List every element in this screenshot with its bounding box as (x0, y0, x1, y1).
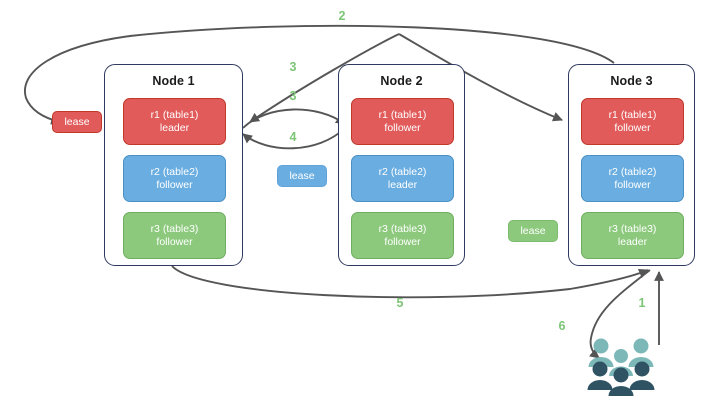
node-1-replica-r3[interactable]: r3 (table3) follower (123, 212, 226, 259)
node-2-replica-r3[interactable]: r3 (table3) follower (351, 212, 454, 259)
node-2-replica-r2-role: leader (387, 178, 418, 191)
node-3-replica-r2[interactable]: r2 (table2) follower (581, 155, 684, 202)
step-label-1: 1 (638, 296, 646, 310)
node-3-replica-r3-name: r3 (table3) (608, 222, 657, 235)
node-3-replica-r1[interactable]: r1 (table1) follower (581, 98, 684, 145)
node-2-replica-r1-role: follower (384, 121, 421, 134)
node-1-replica-r2[interactable]: r2 (table2) follower (123, 155, 226, 202)
node-2-title: Node 2 (380, 74, 423, 88)
node-3[interactable]: Node 3 r1 (table1) follower r2 (table2) … (568, 64, 695, 266)
lease-table3[interactable]: lease (508, 220, 558, 242)
node-1-replica-r1-role: leader (159, 121, 190, 134)
node-2-replica-r2[interactable]: r2 (table2) leader (351, 155, 454, 202)
node-2-replica-r3-role: follower (384, 235, 421, 248)
step-label-5: 5 (396, 296, 404, 310)
node-1-replica-r3-role: follower (156, 235, 193, 248)
node-1-replica-r3-name: r3 (table3) (150, 222, 199, 235)
node-3-title: Node 3 (610, 74, 653, 88)
node-3-replica-r1-role: follower (614, 121, 651, 134)
arrow-step-5 (171, 265, 649, 299)
step-label-3b: 3 (289, 89, 297, 103)
node-3-replica-r1-name: r1 (table1) (608, 108, 657, 121)
node-2-replica-r1[interactable]: r1 (table1) follower (351, 98, 454, 145)
arrow-step-3-node1-to-node2 (242, 108, 346, 129)
node-1-replica-r2-name: r2 (table2) (150, 165, 199, 178)
lease-table2[interactable]: lease (277, 165, 327, 187)
node-2-replica-r1-name: r1 (table1) (378, 108, 427, 121)
lease-table1[interactable]: lease (52, 111, 102, 133)
node-2-replica-r3-name: r3 (table3) (378, 222, 427, 235)
step-label-6: 6 (558, 319, 566, 333)
node-1[interactable]: Node 1 r1 (table1) leader r2 (table2) fo… (104, 64, 243, 266)
node-3-replica-r2-role: follower (614, 178, 651, 191)
node-1-replica-r1[interactable]: r1 (table1) leader (123, 98, 226, 145)
node-3-replica-r2-name: r2 (table2) (608, 165, 657, 178)
lease-table3-label: lease (520, 225, 546, 237)
step-label-2: 2 (338, 9, 346, 23)
node-2-replica-r2-name: r2 (table2) (378, 165, 427, 178)
node-1-replica-r1-name: r1 (table1) (150, 108, 199, 121)
node-1-title: Node 1 (152, 74, 195, 88)
node-3-replica-r3[interactable]: r3 (table3) leader (581, 212, 684, 259)
step-label-3a: 3 (289, 60, 297, 74)
node-2[interactable]: Node 2 r1 (table1) follower r2 (table2) … (338, 64, 465, 266)
lease-table1-label: lease (64, 116, 90, 128)
users-icon (587, 338, 655, 396)
node-1-replica-r2-role: follower (156, 178, 193, 191)
step-label-4: 4 (289, 130, 297, 144)
lease-table2-label: lease (289, 170, 315, 182)
node-3-replica-r3-role: leader (617, 235, 648, 248)
